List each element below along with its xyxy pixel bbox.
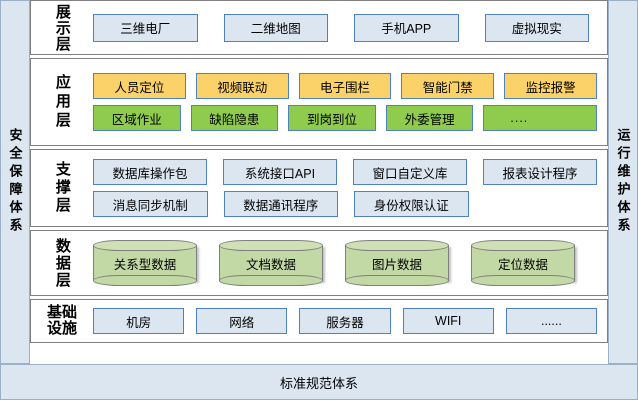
layer-presentation-label-text: 展示层 [53,3,71,52]
layer-data-body: 关系型数据 文档数据 图片数据 [93,240,607,286]
box-computer-room[interactable]: 机房 [93,308,185,334]
layer-application: 应用层 人员定位 视频联动 电子围栏 智能门禁 监控报警 区域作业 缺陷隐患 到… [30,58,608,146]
layer-application-body: 人员定位 视频联动 电子围栏 智能门禁 监控报警 区域作业 缺陷隐患 到岗到位 … [93,73,607,131]
cylinder-image-data[interactable]: 图片数据 [345,240,449,286]
layer-support-label: 支撑层 [31,161,93,215]
layer-infrastructure-body: 机房 网络 服务器 WIFI ...... [93,308,607,334]
layer-infrastructure-label: 基础设施 [31,303,93,338]
box-report-design-program[interactable]: 报表设计程序 [483,159,597,185]
layer-data-label: 数据层 [31,238,93,289]
box-virtual-reality[interactable]: 虚拟现实 [484,13,589,42]
bottom-bar-label: 标准规范体系 [279,375,358,391]
box-personnel-positioning[interactable]: 人员定位 [93,73,186,99]
cylinder-top [345,240,449,251]
cylinder-top [471,240,575,251]
cylinder-relational-data[interactable]: 关系型数据 [93,240,197,286]
cylinder-label: 图片数据 [371,257,422,272]
application-row-1: 人员定位 视频联动 电子围栏 智能门禁 监控报警 [93,73,597,99]
bottom-bar-standards-system: 标准规范体系 [0,364,638,400]
layer-presentation: 展示层 三维电厂 二维地图 手机APP 虚拟现实 [30,0,608,55]
cylinder-label: 关系型数据 [113,257,177,272]
cylinder-bottom [219,275,323,286]
data-cylinder-row: 关系型数据 文档数据 图片数据 [93,240,597,286]
cylinder-bottom [93,275,197,286]
box-defect-hazard[interactable]: 缺陷隐患 [190,105,279,131]
box-identity-authorization[interactable]: 身份权限认证 [354,191,469,217]
presentation-row-1: 三维电厂 二维地图 手机APP 虚拟现实 [93,13,589,42]
box-video-linkage[interactable]: 视频联动 [195,73,289,99]
layer-support-label-text: 支撑层 [53,161,71,215]
box-server[interactable]: 服务器 [299,308,391,334]
support-row-1: 数据库操作包 系统接口API 窗口自定义库 报表设计程序 [93,159,597,185]
cylinder-label: 定位数据 [497,257,548,272]
right-rail-om-system: 运行维护体系 [608,0,638,364]
layer-presentation-body: 三维电厂 二维地图 手机APP 虚拟现实 [93,13,607,42]
layer-presentation-label: 展示层 [31,4,93,52]
application-row-2: 区域作业 缺陷隐患 到岗到位 外委管理 .... [93,105,597,131]
layer-application-label: 应用层 [31,74,93,131]
box-monitoring-alarm[interactable]: 监控报警 [504,73,597,99]
box-data-communication-program[interactable]: 数据通讯程序 [223,191,338,217]
infrastructure-row-1: 机房 网络 服务器 WIFI ...... [93,308,598,334]
layer-data: 数据层 关系型数据 文档数据 [30,230,608,296]
box-on-post-in-place[interactable]: 到岗到位 [288,105,376,131]
left-rail-label: 安全保障体系 [7,128,23,236]
box-2d-map[interactable]: 二维地图 [223,13,328,42]
box-message-sync-mechanism[interactable]: 消息同步机制 [93,191,208,217]
box-area-operation[interactable]: 区域作业 [93,105,181,131]
box-mobile-app[interactable]: 手机APP [354,13,459,42]
cylinder-bottom [471,275,575,286]
cylinder-document-data[interactable]: 文档数据 [219,240,323,286]
layer-infrastructure-label-text: 基础设施 [46,303,77,337]
cylinder-top [93,240,197,251]
layer-support-body: 数据库操作包 系统接口API 窗口自定义库 报表设计程序 消息同步机制 数据通讯… [93,159,607,217]
box-system-interface-api[interactable]: 系统接口API [223,159,337,185]
box-window-custom-library[interactable]: 窗口自定义库 [353,159,467,185]
box-database-operation-package[interactable]: 数据库操作包 [93,159,207,185]
box-support-placeholder [485,191,598,217]
main-band: 安全保障体系 展示层 三维电厂 二维地图 手机APP 虚拟现实 [0,0,638,364]
box-infrastructure-more[interactable]: ...... [505,308,598,334]
right-rail-label: 运行维护体系 [615,128,631,236]
left-rail-security-system: 安全保障体系 [0,0,30,364]
cylinder-positioning-data[interactable]: 定位数据 [471,240,575,286]
box-wifi[interactable]: WIFI [402,308,494,334]
layer-support: 支撑层 数据库操作包 系统接口API 窗口自定义库 报表设计程序 消息同步机制 … [30,149,608,227]
box-3d-plant[interactable]: 三维电厂 [93,13,198,42]
layer-infrastructure: 基础设施 机房 网络 服务器 WIFI ...... [30,299,608,343]
box-network[interactable]: 网络 [196,308,288,334]
layer-stack: 展示层 三维电厂 二维地图 手机APP 虚拟现实 应用层 [30,0,608,364]
support-row-2: 消息同步机制 数据通讯程序 身份权限认证 [93,191,597,217]
box-outsourcing-management[interactable]: 外委管理 [385,105,474,131]
layer-data-label-text: 数据层 [53,237,71,289]
box-electronic-fence[interactable]: 电子围栏 [298,73,392,99]
cylinder-bottom [345,275,449,286]
box-smart-access-control[interactable]: 智能门禁 [401,73,495,99]
box-application-more[interactable]: .... [483,105,597,131]
cylinder-label: 文档数据 [245,257,296,272]
cylinder-top [219,240,323,251]
layer-application-label-text: 应用层 [53,73,71,131]
